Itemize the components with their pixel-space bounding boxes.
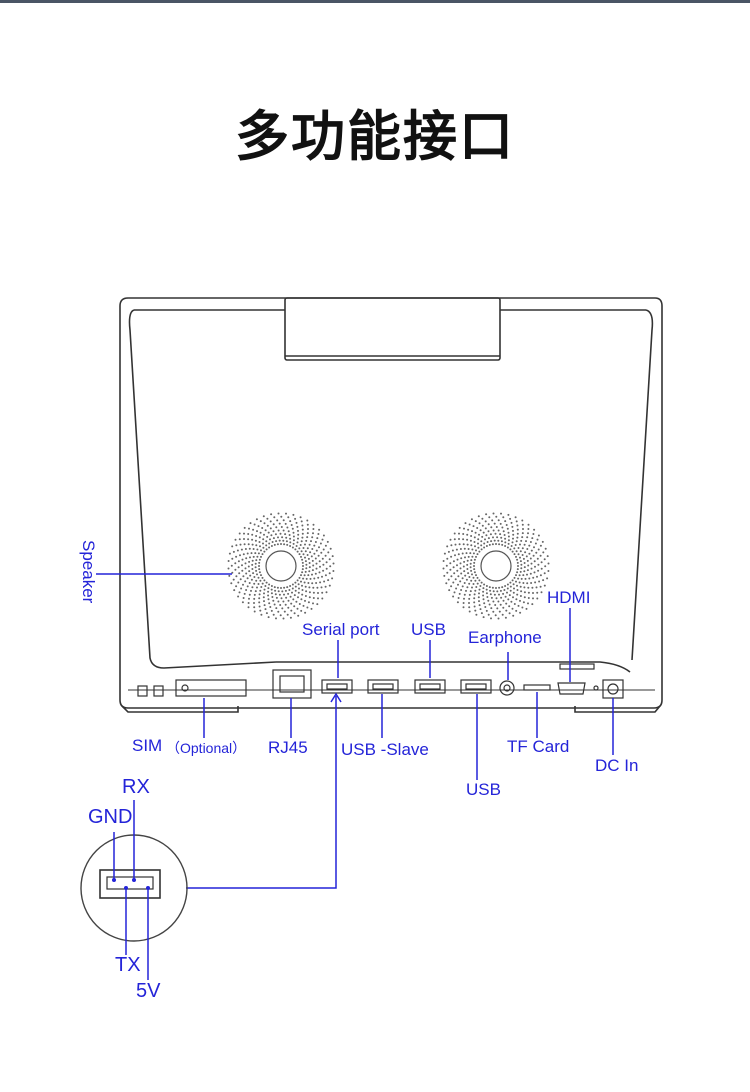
serial-detail	[80, 800, 188, 980]
hdmi-port	[557, 682, 586, 695]
label-dc-in: DC In	[595, 756, 639, 775]
button-b	[153, 685, 164, 697]
label-sim: SIM	[132, 736, 163, 755]
label-earphone: Earphone	[468, 628, 542, 647]
label-usb-top: USB	[411, 620, 446, 639]
label-sim-optional: （Optional）	[166, 740, 247, 756]
leader-lines	[96, 573, 614, 889]
ports	[137, 663, 624, 699]
top-border	[0, 0, 750, 3]
tf-card-slot	[523, 684, 551, 691]
serial-port	[321, 679, 353, 694]
label-tf-card: TF Card	[507, 737, 570, 756]
label-gnd: GND	[88, 806, 133, 828]
button-a	[137, 685, 148, 697]
label-rx: RX	[122, 776, 150, 798]
dc-in-port	[602, 679, 624, 699]
sim-eject	[181, 684, 189, 692]
label-serial-port: Serial port	[302, 620, 380, 639]
speaker-grille-right	[442, 512, 550, 620]
usb-port-2	[460, 679, 492, 694]
page-title: 多功能接口	[235, 105, 515, 168]
earphone-jack	[499, 680, 515, 696]
label-usb-bottom: USB	[466, 780, 501, 799]
sim-slot	[175, 679, 247, 697]
label-5v: 5V	[136, 980, 161, 1002]
usb-port-1	[414, 679, 446, 694]
label-usb-slave: USB -Slave	[341, 740, 429, 759]
device-outline	[119, 297, 663, 713]
usb-slave-port	[367, 679, 399, 694]
rj45-port	[272, 669, 312, 699]
label-hdmi: HDMI	[547, 588, 591, 607]
label-tx: TX	[115, 954, 141, 976]
label-speaker: Speaker	[79, 540, 98, 604]
speaker-grille-left	[227, 512, 335, 620]
label-rj45: RJ45	[268, 738, 308, 757]
